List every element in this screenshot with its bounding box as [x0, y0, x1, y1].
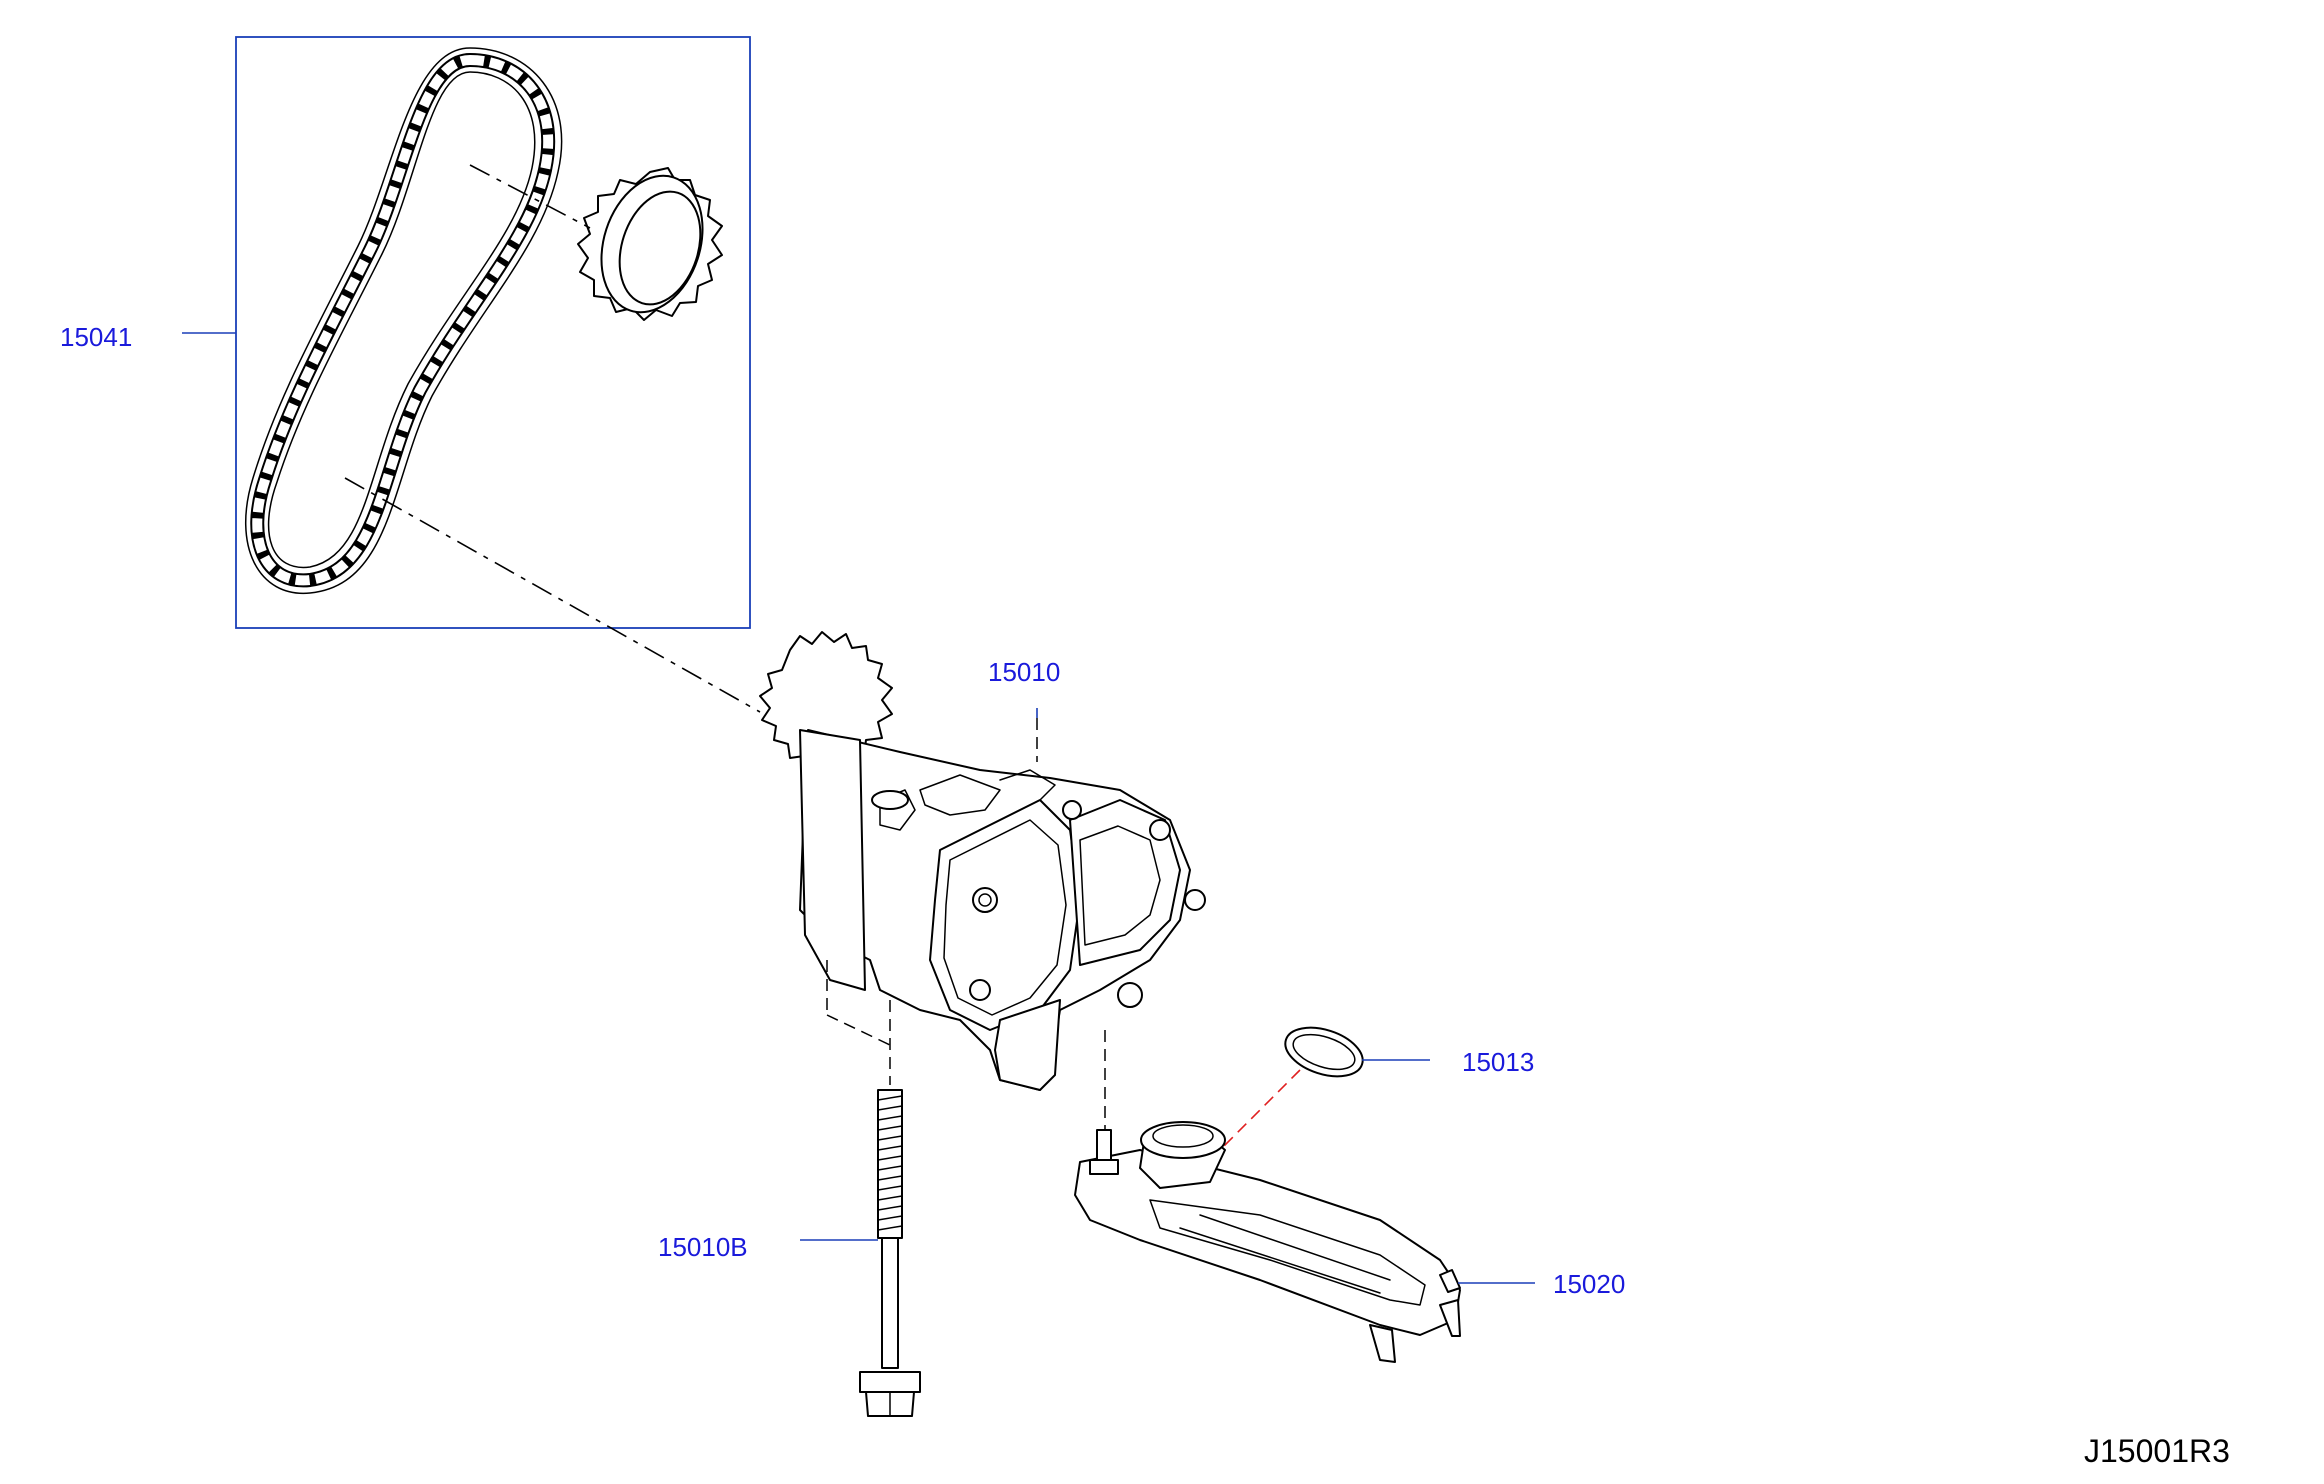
diagram-reference-code: J15001R3 — [2084, 1433, 2230, 1469]
timing-chain — [245, 47, 563, 594]
center-line-2 — [344, 477, 761, 713]
callout-pump: 15010 — [988, 657, 1060, 687]
callout-bolt: 15010B — [658, 1232, 748, 1262]
o-ring-alignment-line — [1209, 1069, 1301, 1161]
pump-mounting-bolt — [859, 1089, 921, 1417]
callout-oring: 15013 — [1462, 1047, 1534, 1077]
chain-assembly-group — [235, 36, 751, 629]
crankshaft-sprocket — [577, 167, 723, 321]
oil-pump — [759, 631, 1206, 1091]
o-ring — [1284, 1026, 1364, 1078]
oil-strainer — [1074, 1121, 1461, 1363]
chain-assembly-frame — [235, 36, 751, 629]
callout-strainer: 15020 — [1553, 1269, 1625, 1299]
callout-chain: 15041 — [60, 322, 132, 352]
